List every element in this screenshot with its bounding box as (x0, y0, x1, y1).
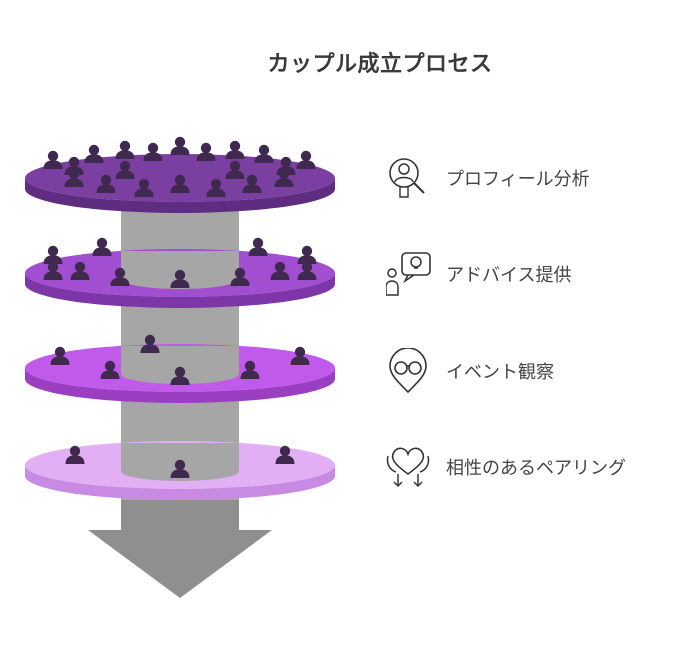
step-compatible-pairing: 相性のあるペアリング (386, 444, 626, 490)
step-label: イベント観察 (446, 362, 554, 383)
layer-1 (25, 136, 335, 213)
person-icon (248, 237, 268, 256)
profile-search-icon (389, 158, 425, 198)
layer-edge (25, 273, 335, 308)
person-icon (43, 150, 63, 169)
person-icon (170, 136, 190, 155)
layer-edge (25, 465, 335, 500)
layer-2 (25, 237, 335, 308)
disk-layers (25, 136, 335, 500)
step-label: アドバイス提供 (446, 265, 572, 286)
layer-edge (25, 178, 335, 213)
layer-edge (25, 368, 335, 403)
binoculars-pin-icon (389, 348, 427, 394)
person-icon (115, 140, 135, 159)
person-icon (297, 245, 317, 264)
person-icon (296, 150, 316, 169)
layer-3 (25, 334, 335, 403)
step-event-observation: イベント観察 (386, 348, 554, 394)
person-icon (196, 142, 216, 161)
person-icon (254, 144, 274, 163)
layer-4 (25, 441, 335, 500)
step-label: プロフィール分析 (446, 169, 590, 190)
step-profile-analysis: プロフィール分析 (386, 155, 590, 201)
person-icon (84, 144, 104, 163)
person-icon (92, 237, 112, 256)
page-title: カップル成立プロセス (267, 52, 493, 77)
advice-person-icon (386, 252, 431, 296)
step-label: 相性のあるペアリング (446, 458, 626, 479)
step-advice: アドバイス提供 (386, 251, 571, 297)
person-icon (43, 245, 63, 264)
shaft-through (121, 346, 239, 384)
person-icon (225, 140, 245, 159)
person-icon (143, 142, 163, 161)
heart-pairing-icon (386, 447, 430, 488)
down-arrow (88, 500, 272, 598)
